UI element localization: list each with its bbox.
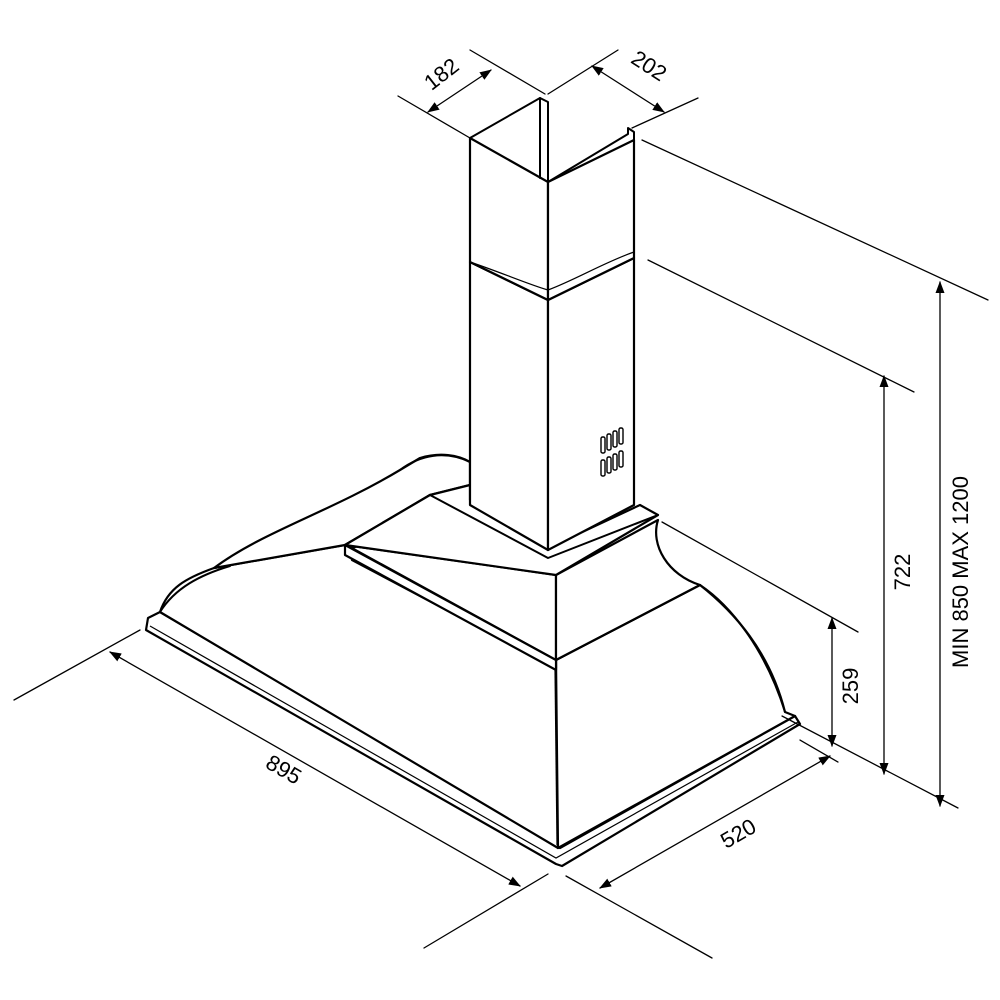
chimney-lower-right bbox=[546, 256, 636, 552]
label-722: 722 bbox=[890, 554, 915, 591]
dim-arrow-182 bbox=[427, 69, 492, 113]
vent-grille-icon bbox=[600, 427, 624, 477]
chimney-upper-right bbox=[546, 138, 636, 302]
label-182: 182 bbox=[419, 53, 463, 95]
dim-arrow-520 bbox=[599, 755, 831, 889]
label-895: 895 bbox=[262, 749, 306, 789]
cooker-hood bbox=[144, 97, 802, 868]
dimension-lines bbox=[13, 49, 989, 959]
label-259: 259 bbox=[838, 668, 863, 705]
label-202: 202 bbox=[627, 45, 671, 86]
dim-arrow-202 bbox=[591, 65, 665, 113]
label-520: 520 bbox=[716, 813, 760, 853]
dim-arrow-895 bbox=[109, 651, 521, 887]
label-overall-height: MIN 850 MAX 1200 bbox=[948, 476, 973, 668]
chimney-lower-front bbox=[468, 260, 550, 552]
